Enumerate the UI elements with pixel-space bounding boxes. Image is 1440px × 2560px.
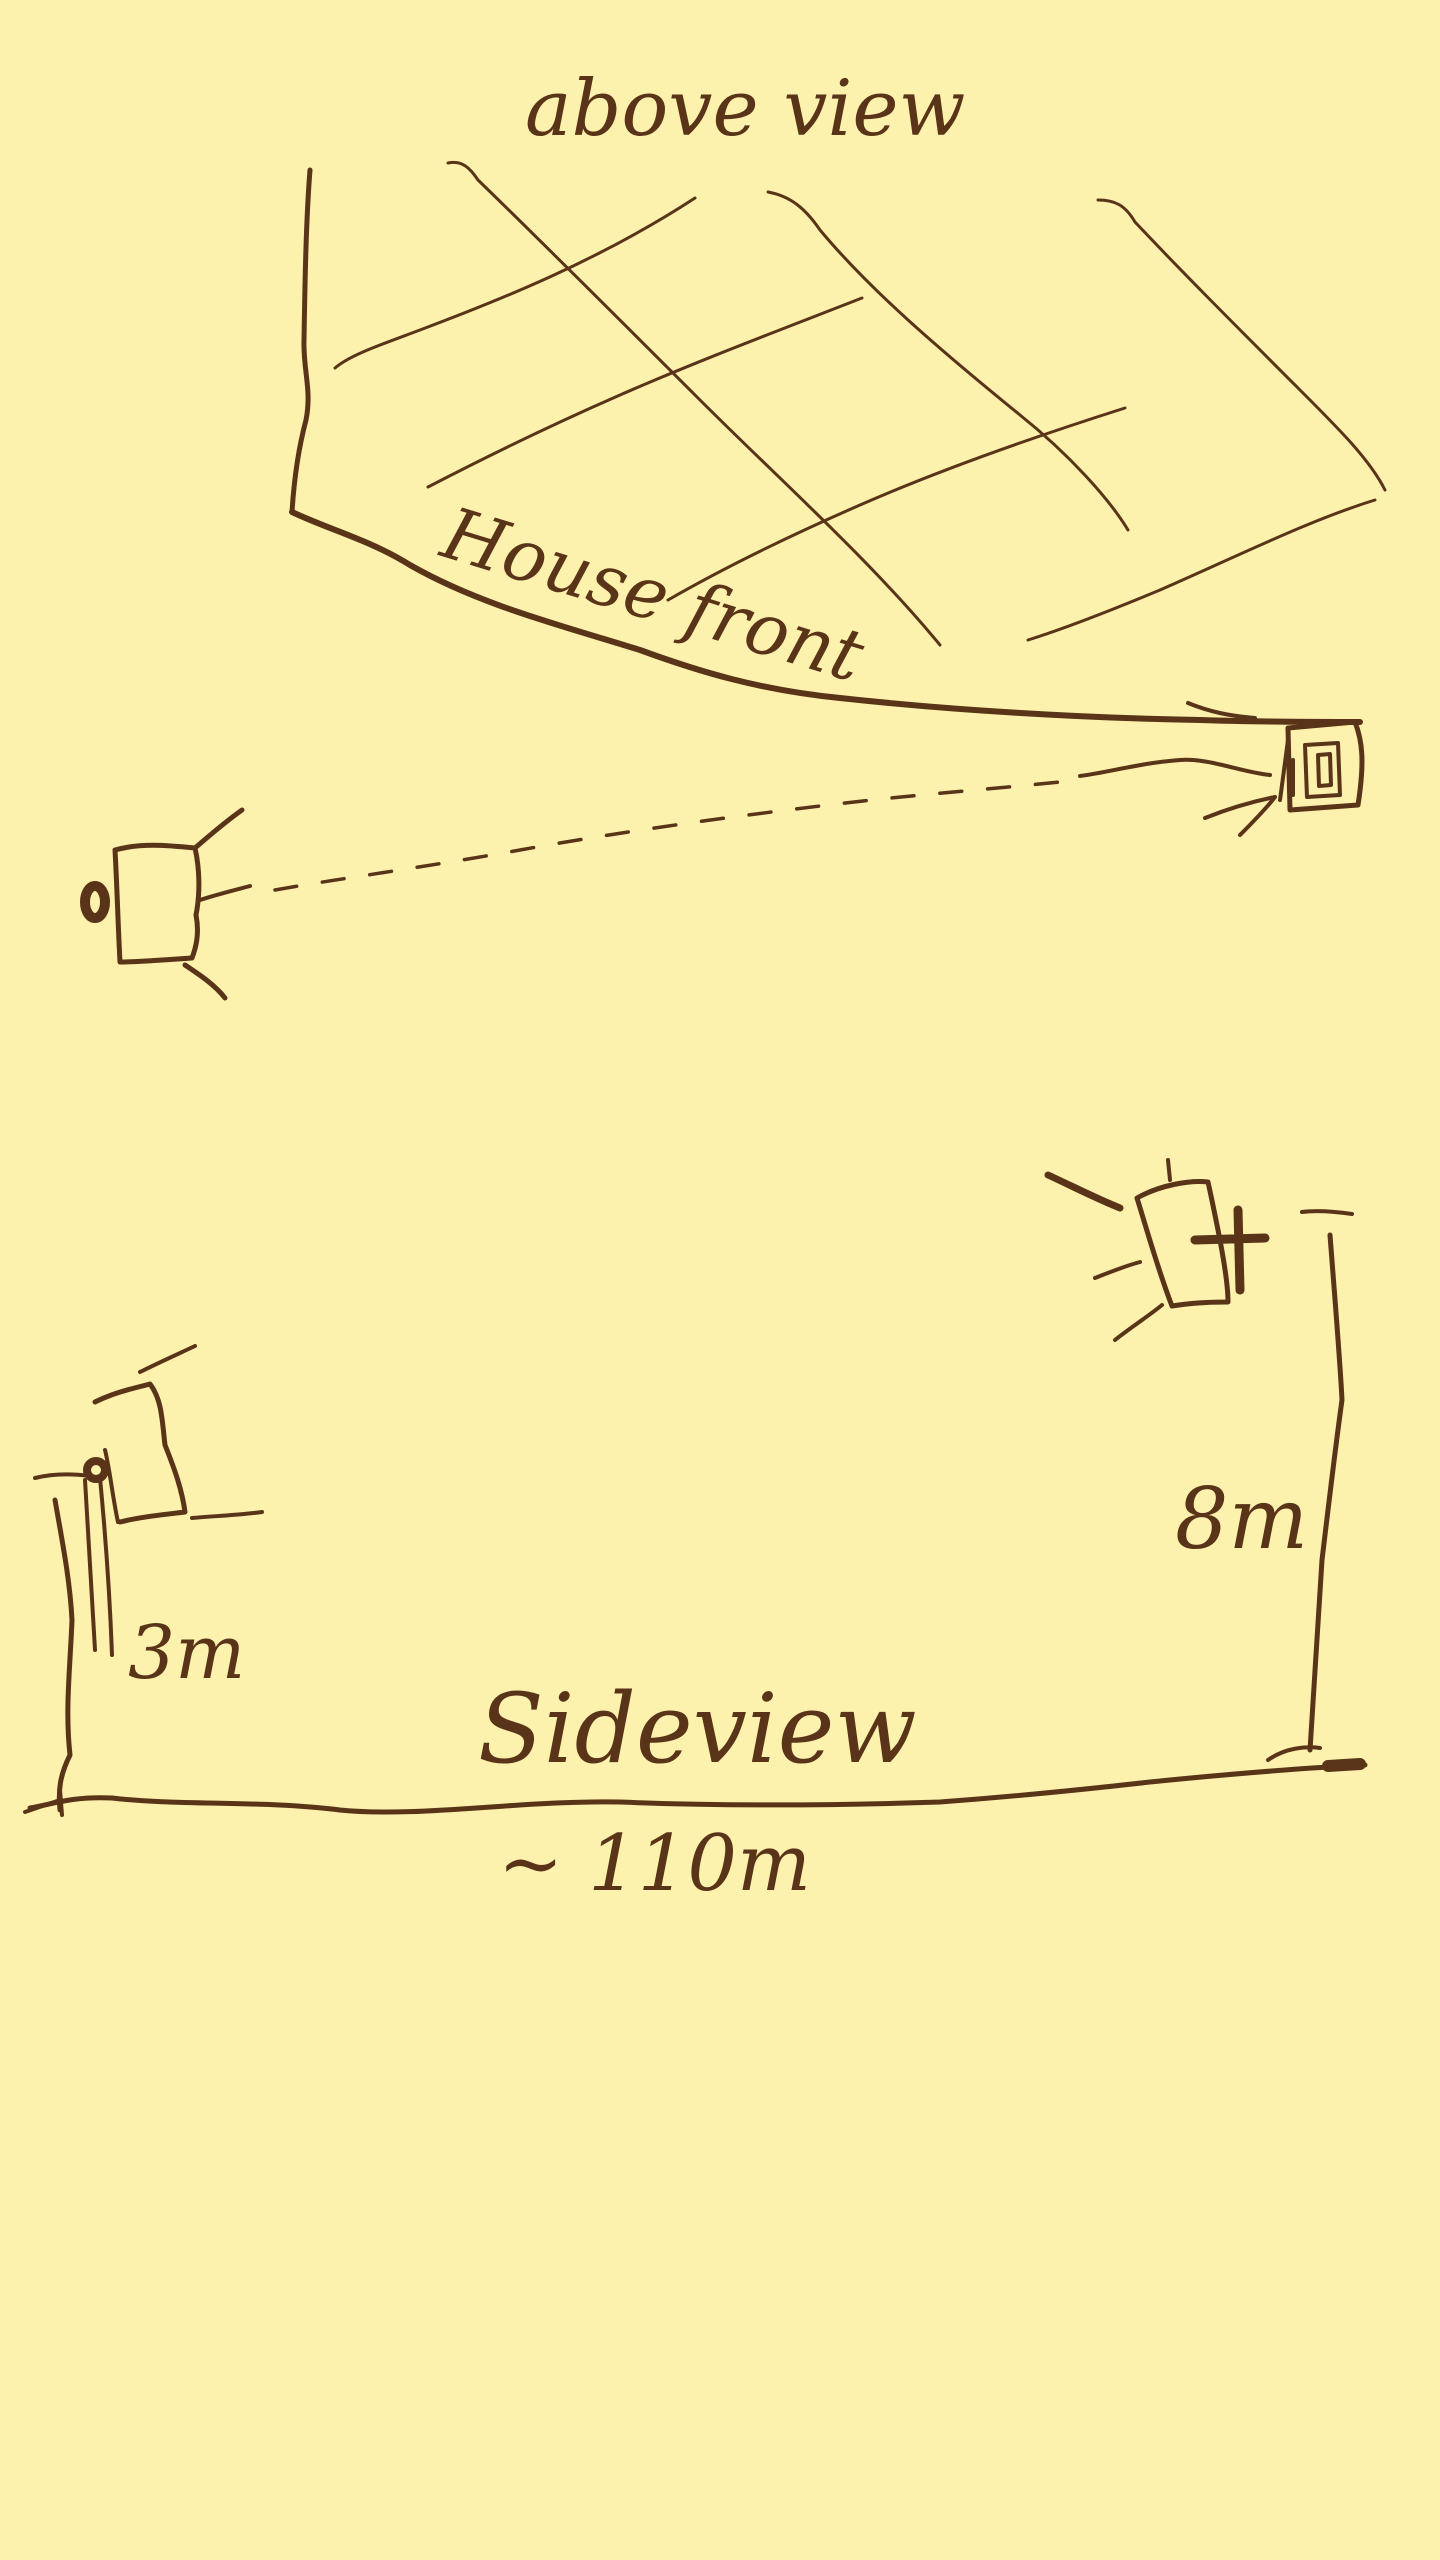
house-front-wall [289,509,1363,725]
ground-line [27,1762,1368,1815]
wall-camera-beam-lower [1203,795,1277,837]
building-height-top [1300,1209,1354,1216]
wall-camera-inner [1316,752,1333,788]
roof-line [333,196,697,370]
ground-camera-top-view [80,807,252,1001]
wall-camera-body [1285,719,1365,813]
roof-outline [289,167,1363,725]
ground-camera-arm-upper [192,807,245,851]
roof-line [1096,198,1387,492]
roof-left-edge [289,167,313,515]
high-camera-mount [1190,1205,1270,1295]
wall-camera-top-view [1078,719,1365,837]
high-camera-body [1134,1179,1231,1309]
wall-camera-mount [1278,738,1295,802]
high-camera-beam-upper [1093,1260,1142,1280]
roof-pattern [333,160,1387,647]
ground-camera-lens-dot [80,881,110,923]
distance-label: ~ 110m [498,1819,811,1909]
high-camera-top-mark [1044,1171,1124,1212]
above-view-title: above view [525,64,965,154]
roof-line [446,160,942,647]
wall-camera-side-view [1044,1158,1270,1342]
ground-camera-body [112,842,202,965]
pole-inner-left [83,1478,97,1652]
ground-start-tick [23,1788,64,1817]
low-camera-top [138,1344,197,1374]
wall-camera-lens [1303,741,1342,799]
sight-line-dashed [273,780,1062,892]
pole-bracket [33,1472,92,1480]
house-front-label: House front [431,490,874,698]
high-camera-mount-tick [1166,1158,1172,1182]
ground-end-dot [1322,1758,1366,1772]
roof-line [426,296,864,489]
pole-height-label: 3m [128,1610,245,1696]
low-camera-back [103,1448,120,1524]
roof-line [766,190,1130,532]
side-view-title: Sideview [478,1673,917,1785]
wall-end-hook [1186,701,1257,720]
roof-line [1026,498,1377,642]
ground-camera-side-view [33,1344,264,1813]
pole-outer [52,1497,75,1813]
ground-camera-arm-lower [182,962,228,1001]
low-camera-pivot [83,1457,109,1483]
low-camera-body [92,1381,188,1525]
ground-camera-front [198,884,252,902]
building-height-label: 8m [1175,1470,1308,1568]
pole-inner-right [98,1476,114,1657]
building-height-line [1307,1232,1345,1753]
building-height-base [1266,1745,1322,1762]
high-camera-beam-lower [1113,1303,1164,1342]
wall-camera-beam-upper [1078,757,1272,778]
low-camera-front [190,1510,264,1520]
roof-line [666,406,1127,602]
